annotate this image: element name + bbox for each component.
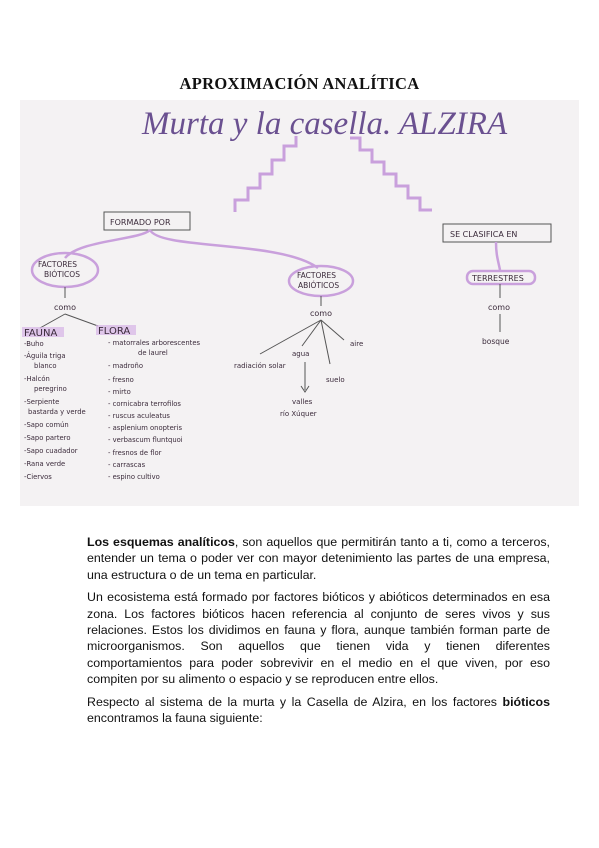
page-title: APROXIMACIÓN ANALÍTICA xyxy=(179,74,420,93)
svg-text:peregrino: peregrino xyxy=(34,385,67,393)
paragraph-2: Un ecosistema está formado por factores … xyxy=(87,590,550,687)
svg-text:como: como xyxy=(310,309,332,318)
se-clasifica-label: SE CLASIFICA EN xyxy=(450,230,517,239)
stair-left xyxy=(233,136,298,212)
body-text: Los esquemas analíticos, son aquellos qu… xyxy=(87,534,550,726)
svg-text:- madroño: - madroño xyxy=(108,362,143,370)
svg-text:de laurel: de laurel xyxy=(138,349,168,357)
svg-text:- fresnos de flor: - fresnos de flor xyxy=(108,449,162,457)
p3-post: encontramos la fauna siguiente: xyxy=(87,711,263,726)
svg-text:suelo: suelo xyxy=(326,376,345,384)
svg-text:FAUNA: FAUNA xyxy=(24,328,57,339)
svg-text:-Buho: -Buho xyxy=(24,340,44,348)
svg-text:FACTORES: FACTORES xyxy=(297,271,336,280)
svg-text:- cornicabra terrofilos: - cornicabra terrofilos xyxy=(108,400,181,408)
svg-text:-Halcón: -Halcón xyxy=(24,375,50,383)
svg-text:- carrascas: - carrascas xyxy=(108,461,146,469)
svg-text:bosque: bosque xyxy=(482,337,510,346)
svg-text:TERRESTRES: TERRESTRES xyxy=(471,274,524,283)
p1-text: , son aquellos que permitirán tanto a ti… xyxy=(87,535,550,582)
svg-text:-Sapo común: -Sapo común xyxy=(24,421,69,429)
svg-text:- espino cultivo: - espino cultivo xyxy=(108,473,160,481)
svg-text:río Xúquer: río Xúquer xyxy=(280,410,317,418)
svg-text:BIÓTICOS: BIÓTICOS xyxy=(44,270,80,279)
map-title: Murta y la casella. ALZIRA xyxy=(141,106,508,142)
svg-text:como: como xyxy=(54,303,76,312)
concept-map-image: Murta y la casella. ALZIRA FORMADO POR S… xyxy=(20,100,579,506)
svg-text:FACTORES: FACTORES xyxy=(38,260,77,269)
svg-text:-Águila triga: -Águila triga xyxy=(24,351,66,360)
p3-pre: Respecto al sistema de la murta y la Cas… xyxy=(87,694,503,709)
svg-text:-Serpiente: -Serpiente xyxy=(24,398,59,406)
p3-bold: bióticos xyxy=(502,694,551,709)
svg-text:- matorrales arborescentes: - matorrales arborescentes xyxy=(108,339,201,347)
svg-text:-Sapo partero: -Sapo partero xyxy=(24,434,71,442)
svg-text:FLORA: FLORA xyxy=(98,326,130,337)
svg-text:- fresno: - fresno xyxy=(108,376,134,384)
svg-text:-Rana verde: -Rana verde xyxy=(24,460,65,468)
svg-text:-Sapo cuadador: -Sapo cuadador xyxy=(24,447,78,455)
formado-por-label: FORMADO POR xyxy=(110,218,171,227)
paper-background xyxy=(20,100,579,506)
svg-text:valles: valles xyxy=(292,398,313,406)
svg-text:aire: aire xyxy=(350,340,363,348)
paragraph-3: Respecto al sistema de la murta y la Cas… xyxy=(87,694,550,727)
svg-text:radiación solar: radiación solar xyxy=(234,362,286,370)
svg-text:bastarda y verde: bastarda y verde xyxy=(28,408,86,416)
svg-text:blanco: blanco xyxy=(34,362,57,370)
formado-por-box xyxy=(103,211,191,231)
svg-text:-Ciervos: -Ciervos xyxy=(24,473,52,481)
p1-bold: Los esquemas analíticos xyxy=(87,535,235,549)
terrestres-node xyxy=(465,269,537,286)
stair-right xyxy=(350,136,432,212)
svg-text:- asplenium onopteris: - asplenium onopteris xyxy=(108,424,182,432)
svg-text:agua: agua xyxy=(292,350,309,358)
paragraph-1: Los esquemas analíticos, son aquellos qu… xyxy=(87,534,550,583)
svg-text:- mirto: - mirto xyxy=(108,388,131,396)
svg-text:ABIÓTICOS: ABIÓTICOS xyxy=(298,281,339,290)
svg-text:- verbascum fluntquoi: - verbascum fluntquoi xyxy=(108,436,183,444)
svg-text:como: como xyxy=(488,303,510,312)
svg-text:- ruscus aculeatus: - ruscus aculeatus xyxy=(108,412,170,420)
